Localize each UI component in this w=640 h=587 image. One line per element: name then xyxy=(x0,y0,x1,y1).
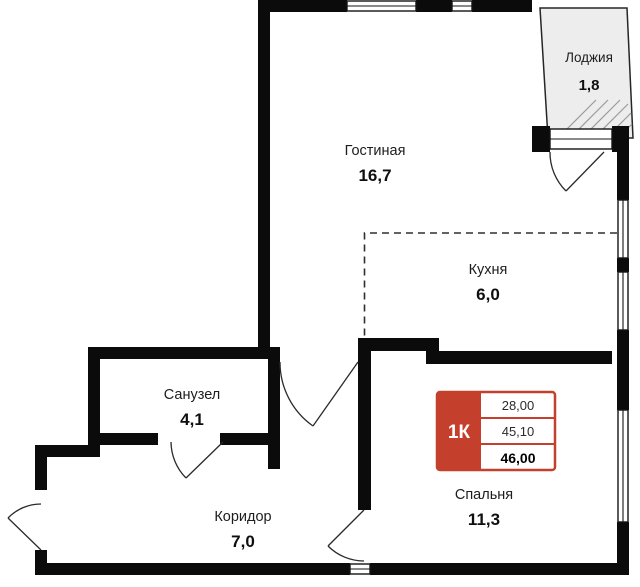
threshold-bottom xyxy=(349,563,371,575)
door-loggia xyxy=(549,151,605,192)
door-leaf xyxy=(327,509,365,547)
room-label-kitchen: Кухня xyxy=(469,262,508,278)
wall-segment xyxy=(617,258,629,272)
wall-segment xyxy=(88,347,100,445)
wall-segment xyxy=(358,338,371,510)
room-label-bedroom: Спальня xyxy=(455,487,513,503)
room-area-living: 16,7 xyxy=(358,166,391,185)
windows xyxy=(346,0,629,575)
room-label-living: Гостиная xyxy=(345,143,406,159)
door-swing-arc xyxy=(327,545,365,562)
kitchen-zone-dashed-line xyxy=(363,232,617,338)
badge-value-3: 46,00 xyxy=(500,450,535,466)
badge-value-2: 45,10 xyxy=(502,424,535,439)
window-top-small xyxy=(451,0,473,12)
badge-type-cell xyxy=(437,392,481,470)
wall-segment xyxy=(88,347,280,359)
window-kitchen-upper xyxy=(617,199,629,259)
badge-value-1: 28,00 xyxy=(502,398,535,413)
wall-segment xyxy=(617,522,629,575)
wall-segment xyxy=(35,445,47,490)
wall-segment xyxy=(258,0,347,12)
room-label-bathroom: Санузел xyxy=(164,387,221,403)
window-kitchen-lower xyxy=(617,271,629,331)
walls xyxy=(35,0,629,575)
wall-segment xyxy=(532,126,550,152)
wall-segment xyxy=(426,351,612,364)
badge-type-label: 1К xyxy=(448,422,471,443)
room-label-loggia: Лоджия xyxy=(565,50,613,65)
door-entrance xyxy=(7,503,42,551)
wall-segment xyxy=(358,338,438,351)
room-area-bathroom: 4,1 xyxy=(180,410,204,429)
window-top-large xyxy=(346,0,417,12)
room-area-bedroom: 11,3 xyxy=(468,510,500,529)
wall-segment xyxy=(370,563,629,575)
door-leaf xyxy=(312,361,359,427)
wall-segment xyxy=(472,0,532,12)
room-label-corridor: Коридор xyxy=(214,509,271,525)
loggia-room xyxy=(539,7,634,139)
wall-segment xyxy=(268,347,280,469)
door-living xyxy=(279,361,359,427)
door-leaf xyxy=(565,151,605,192)
wall-segment xyxy=(612,126,629,152)
room-area-loggia: 1,8 xyxy=(579,77,600,94)
wall-segment xyxy=(35,563,350,575)
room-area-corridor: 7,0 xyxy=(231,532,255,551)
wall-segment xyxy=(220,433,280,445)
area-badge: 1К 28,00 45,10 46,00 xyxy=(435,390,557,472)
doors xyxy=(7,151,605,562)
wall-segment xyxy=(88,433,158,445)
window-bedroom xyxy=(617,409,629,523)
door-swing-arc xyxy=(170,441,187,479)
door-leaf xyxy=(7,517,42,551)
wall-segment xyxy=(617,150,629,200)
door-bedroom xyxy=(327,509,365,562)
door-leaf xyxy=(185,441,224,479)
door-bathroom xyxy=(170,441,224,479)
door-swing-arc xyxy=(549,151,567,192)
window-loggia xyxy=(549,128,613,150)
wall-segment xyxy=(47,445,100,457)
door-swing-arc xyxy=(7,503,42,519)
room-labels: Лоджия 1,8 Гостиная 16,7 Кухня 6,0 Сануз… xyxy=(164,50,613,551)
wall-segment xyxy=(617,330,629,410)
wall-segment xyxy=(258,0,270,347)
door-swing-arc xyxy=(279,361,314,427)
room-area-kitchen: 6,0 xyxy=(476,285,500,304)
wall-segment xyxy=(416,0,452,12)
